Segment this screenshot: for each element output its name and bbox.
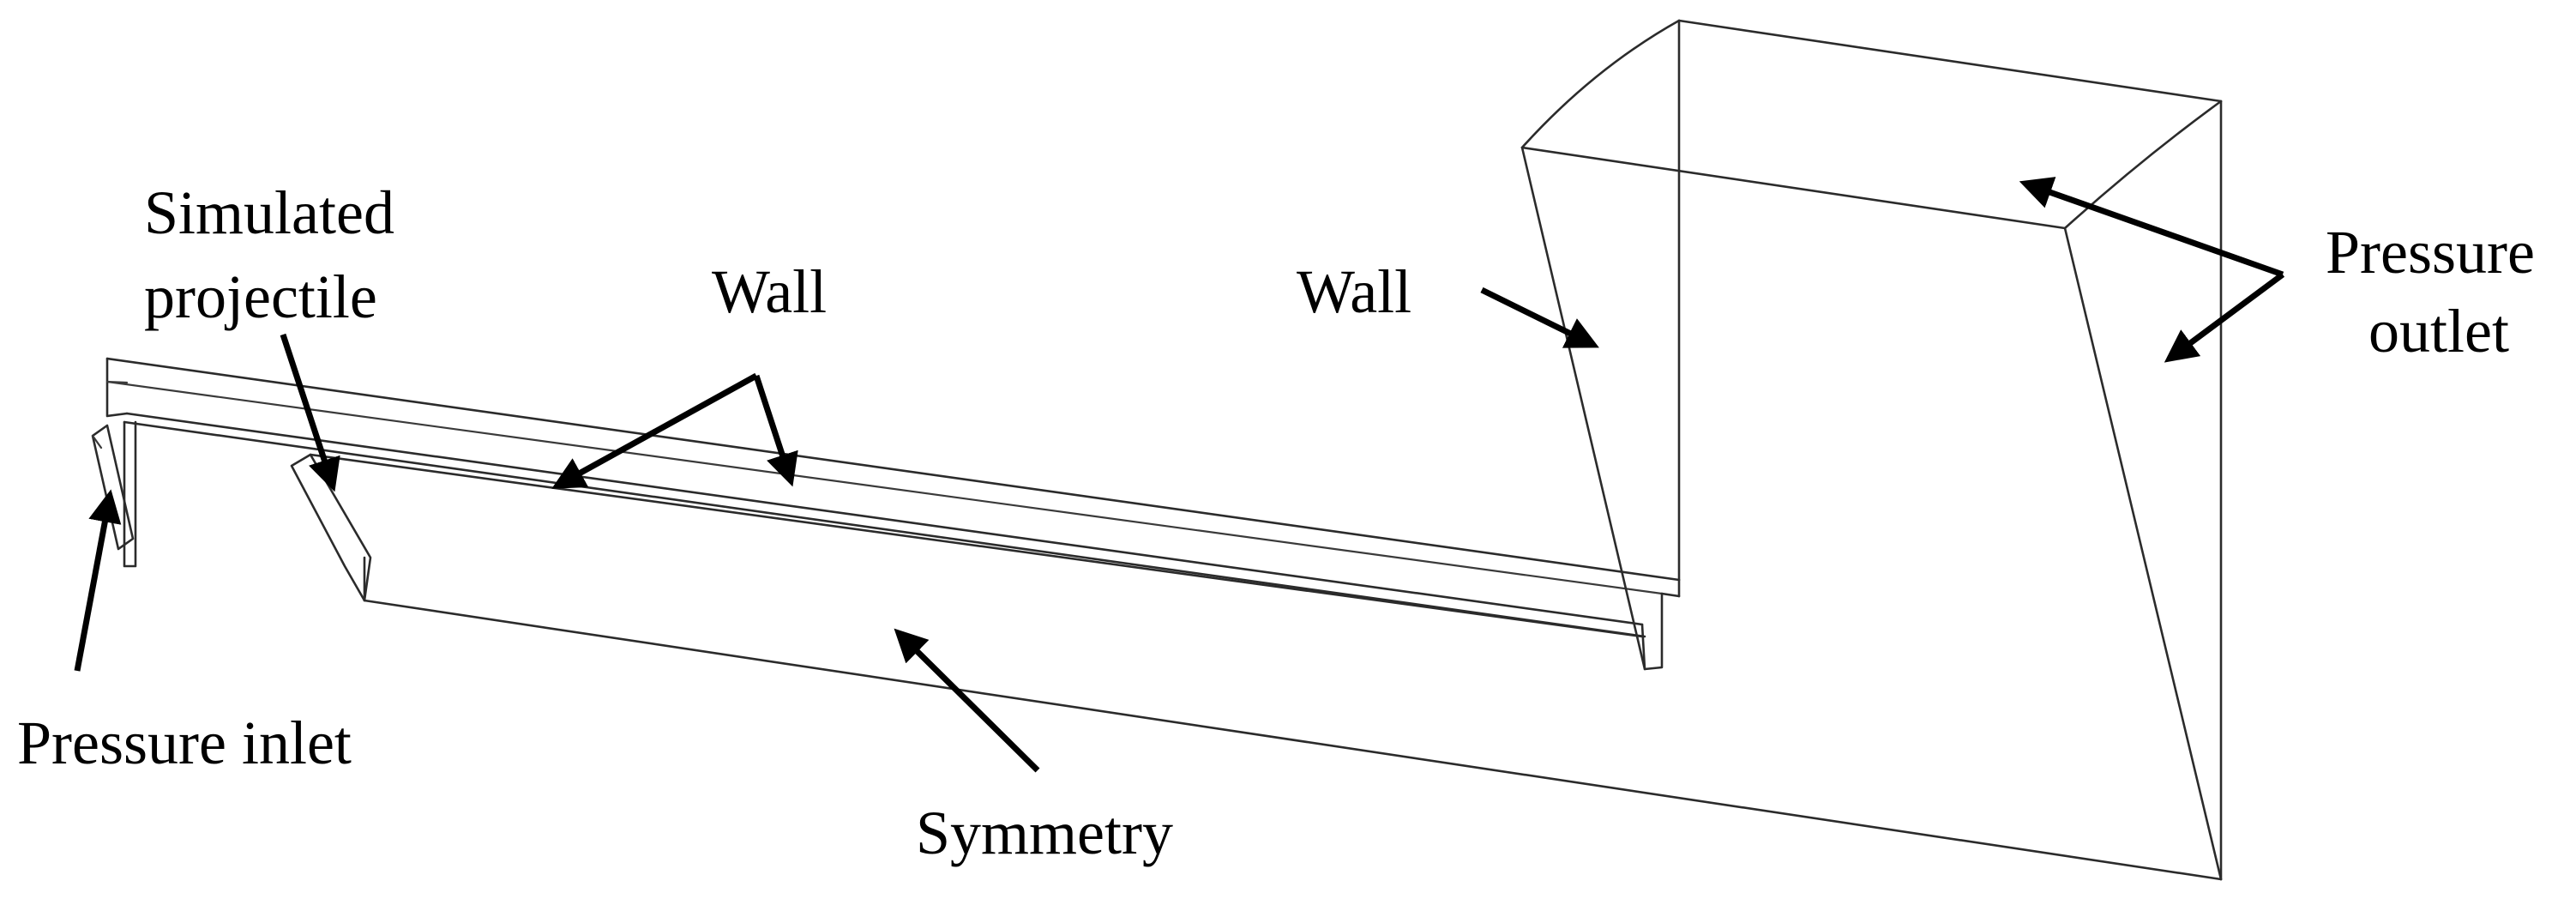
arrow-outlet-top (2019, 177, 2284, 278)
chamber-front-top-edge (1520, 146, 2067, 230)
arrow-outlet-side (2164, 272, 2285, 363)
arrow-symmetry (894, 628, 1040, 773)
barrel-end-step (1640, 592, 1664, 671)
arrow-wall-left-a (551, 372, 758, 489)
label-pressure-outlet-line1: Pressure (2326, 218, 2535, 287)
barrel-bottom-edge (123, 420, 1646, 638)
label-pressure-outlet-line2: outlet (2368, 297, 2509, 365)
chamber-top-back-edge (1677, 19, 2223, 103)
barrel-inner-edge (125, 412, 1644, 626)
pressure-inlet-face-edge (91, 434, 103, 450)
label-wall-left: Wall (712, 257, 827, 326)
label-pressure-inlet: Pressure inlet (17, 709, 352, 777)
domain-geometry (91, 19, 2223, 881)
chamber-front-right-edge (2063, 226, 2223, 881)
arrow-pressure-inlet (74, 489, 122, 672)
chamber-front-left-edge (1520, 146, 1646, 671)
label-simulated-projectile-line1: Simulated (144, 178, 394, 247)
label-symmetry: Symmetry (916, 799, 1173, 867)
barrel-left-end-inner (105, 380, 129, 384)
chamber-top-right-arc (2063, 100, 2223, 230)
label-wall-right: Wall (1297, 257, 1411, 326)
annotation-arrows (74, 177, 2285, 773)
barrel-end-step-top (1660, 592, 1681, 598)
label-simulated-projectile-line2: projectile (144, 262, 377, 331)
barrel-left-end (105, 357, 129, 418)
arrow-wall-right (1480, 287, 1599, 348)
chamber-top-arc (1520, 19, 1681, 149)
simulated-projectile (290, 453, 372, 602)
symmetry-plate-bottom (363, 599, 2223, 881)
arrow-projectile (280, 333, 340, 492)
arrow-wall-left-b (753, 374, 798, 487)
barrel-top-edge-outer (105, 357, 1681, 582)
barrel-left-post (123, 420, 137, 568)
symmetry-plate-top (309, 453, 1644, 638)
labels: Simulated projectile Wall Wall Pressure … (17, 178, 2535, 867)
barrel-top-edge-inner (105, 380, 1664, 595)
